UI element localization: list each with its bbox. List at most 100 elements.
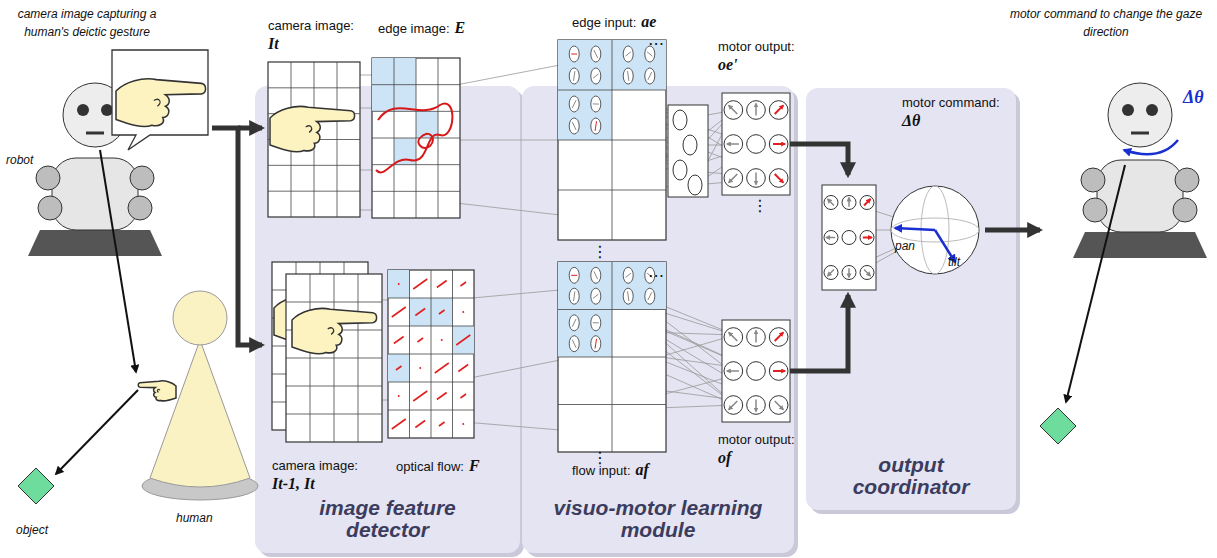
node-label: motor output:of	[718, 432, 795, 468]
map-label: motor output:	[718, 39, 795, 55]
illustration-shape	[328, 328, 334, 335]
illustration-shape	[891, 186, 979, 274]
illustration-shape	[623, 288, 633, 304]
illustration-shape	[724, 328, 743, 347]
illustration-shape	[591, 46, 601, 62]
illustration-shape	[56, 390, 138, 474]
module-panel: camera image:Itedge image:Ecamera image:…	[255, 86, 520, 553]
illustration-shape	[52, 158, 138, 230]
illustration-shape	[727, 370, 739, 372]
label-box: pan	[895, 236, 915, 254]
illustration-shape	[268, 62, 360, 217]
feature-map: edge image:E	[372, 58, 460, 218]
illustration-shape	[623, 267, 633, 283]
annotation: ⋮	[592, 243, 608, 260]
illustration-shape	[558, 40, 612, 90]
illustration-shape	[863, 237, 872, 239]
illustration-shape	[755, 330, 757, 342]
illustration-shape	[439, 422, 445, 426]
illustration-shape	[591, 118, 601, 134]
illustration-shape	[1122, 104, 1134, 116]
illustration-shape	[394, 85, 416, 112]
illustration-shape	[824, 266, 838, 280]
label-box: object	[16, 520, 48, 538]
illustration-shape	[985, 228, 1040, 233]
illustration-shape	[238, 126, 262, 131]
illustration-shape	[558, 140, 666, 141]
illustration-shape	[292, 308, 377, 353]
label-box: motor command to change the gaze directi…	[998, 4, 1214, 40]
illustration-shape	[458, 365, 468, 372]
illustration-shape	[138, 381, 176, 401]
illustration-shape	[77, 104, 89, 116]
illustration-shape	[558, 90, 612, 140]
illustration-shape	[747, 328, 766, 347]
illustration-shape	[286, 358, 382, 359]
illustration-shape	[420, 368, 421, 369]
illustration-shape	[806, 88, 1016, 510]
illustration-shape	[38, 196, 62, 220]
illustration-shape	[591, 96, 601, 112]
node-label: output coordinator	[836, 454, 986, 498]
illustration-shape	[396, 366, 402, 370]
illustration-shape	[729, 332, 738, 341]
illustration-shape	[1173, 198, 1197, 222]
illustration-shape	[591, 288, 601, 304]
illustration-shape	[286, 274, 382, 442]
illustration-shape	[747, 396, 766, 415]
illustration-shape	[826, 237, 835, 239]
illustration-shape	[392, 307, 406, 317]
illustration-shape	[286, 386, 382, 387]
illustration-shape	[572, 340, 576, 348]
illustration-shape	[463, 312, 464, 313]
illustration-shape	[775, 105, 784, 114]
illustration-shape	[558, 40, 666, 240]
module-title: visuo-motor learning module	[553, 497, 763, 541]
illustration-shape	[558, 309, 666, 310]
illustration-shape	[593, 322, 599, 323]
illustration-shape	[398, 396, 399, 397]
illustration-shape	[1175, 168, 1199, 192]
illustration-shape	[394, 337, 404, 344]
symbol: ae	[641, 12, 656, 32]
illustration-shape	[372, 85, 394, 112]
illustration-shape	[410, 298, 432, 326]
illustration-shape	[417, 338, 423, 342]
illustration-shape	[453, 326, 475, 354]
illustration-shape	[824, 231, 838, 245]
illustration-shape	[595, 121, 596, 131]
illustration-shape	[673, 160, 687, 180]
illustration-shape	[628, 291, 629, 301]
illustration-shape	[571, 54, 577, 55]
illustration-shape	[415, 309, 425, 316]
illustration-shape	[569, 96, 579, 112]
label-box: ⋮	[752, 196, 768, 216]
illustration-shape	[394, 58, 416, 85]
illustration-shape	[413, 279, 427, 289]
illustration-shape	[572, 122, 576, 130]
illustration-shape	[724, 101, 743, 120]
illustration-shape	[392, 419, 406, 429]
illustration-shape	[372, 58, 460, 218]
illustration-shape	[722, 320, 790, 422]
illustration-shape	[648, 292, 652, 300]
illustration-shape	[623, 68, 633, 84]
illustration-shape	[431, 298, 453, 326]
illustration-shape	[460, 360, 560, 380]
illustration-shape	[28, 230, 162, 256]
module-title: image feature detector	[288, 497, 488, 541]
illustration-shape	[569, 118, 579, 134]
symbol: Δθ	[902, 111, 1000, 131]
illustration-shape	[769, 362, 788, 381]
illustration-shape	[724, 169, 743, 188]
illustration-shape	[773, 370, 785, 372]
label-box: human	[176, 508, 213, 526]
illustration-shape	[688, 175, 702, 195]
illustration-shape	[128, 196, 152, 220]
illustration-shape	[755, 399, 757, 411]
annotation: motor command to change the gaze directi…	[1010, 7, 1202, 39]
illustration-shape	[645, 68, 655, 84]
illustration-shape	[593, 294, 598, 298]
illustration-shape	[722, 93, 790, 195]
